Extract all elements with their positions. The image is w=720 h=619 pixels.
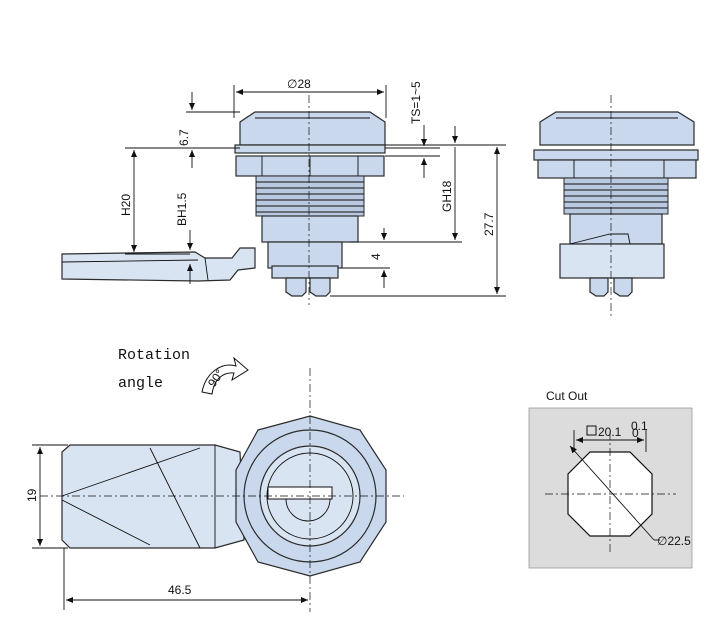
threaded-body <box>255 175 365 217</box>
tol-upper: 0.1 <box>631 419 648 433</box>
top-lever <box>61 444 245 549</box>
dim-6-7: 6.7 <box>177 129 191 146</box>
retaining-nut <box>271 265 339 279</box>
dim-square-20-1: 20.1 <box>598 425 622 439</box>
rotation-arrow-icon <box>201 356 249 395</box>
rotation-annotation: Rotation angle 90° <box>118 347 249 395</box>
keyway <box>267 486 333 500</box>
cutout-detail: Cut Out 20.1 0.1 0 ∅22.5 <box>528 389 693 569</box>
end-cam <box>559 243 665 279</box>
end-nut <box>537 159 697 179</box>
dim-diameter-28: ∅28 <box>287 77 311 91</box>
dim-gh18: GH18 <box>440 180 454 212</box>
dim-h20: H20 <box>119 194 133 216</box>
end-lower-body <box>569 213 663 245</box>
end-head <box>539 111 695 146</box>
lock-head <box>239 111 386 146</box>
rotation-label-line1: Rotation <box>118 347 190 364</box>
dim-diameter-22-5: ∅22.5 <box>657 534 691 548</box>
key-end <box>285 277 331 297</box>
cam-collar <box>267 241 343 269</box>
lower-body <box>261 215 359 243</box>
dim-ts: TS=1~5 <box>409 81 423 124</box>
dim-27-7: 27.7 <box>482 212 496 236</box>
dim-46-5: 46.5 <box>168 583 192 597</box>
thread-lines <box>256 181 364 213</box>
square-symbol-icon <box>586 425 597 436</box>
end-key <box>589 277 633 297</box>
dim-4: 4 <box>369 253 383 260</box>
rotation-label-line2: angle <box>118 375 163 392</box>
dim-19: 19 <box>25 488 39 502</box>
tol-lower: 0 <box>632 426 639 440</box>
side-view: ∅28 6.7 TS=1~5 H20 BH1.5 GH18 27.7 <box>61 77 506 305</box>
end-flange <box>533 149 699 161</box>
cutout-title: Cut Out <box>546 389 588 403</box>
dim-bh15: BH1.5 <box>175 192 189 226</box>
end-view <box>533 95 699 318</box>
top-view: 19 46.5 <box>25 368 404 612</box>
flange <box>234 144 386 154</box>
lever-arm <box>61 247 256 282</box>
